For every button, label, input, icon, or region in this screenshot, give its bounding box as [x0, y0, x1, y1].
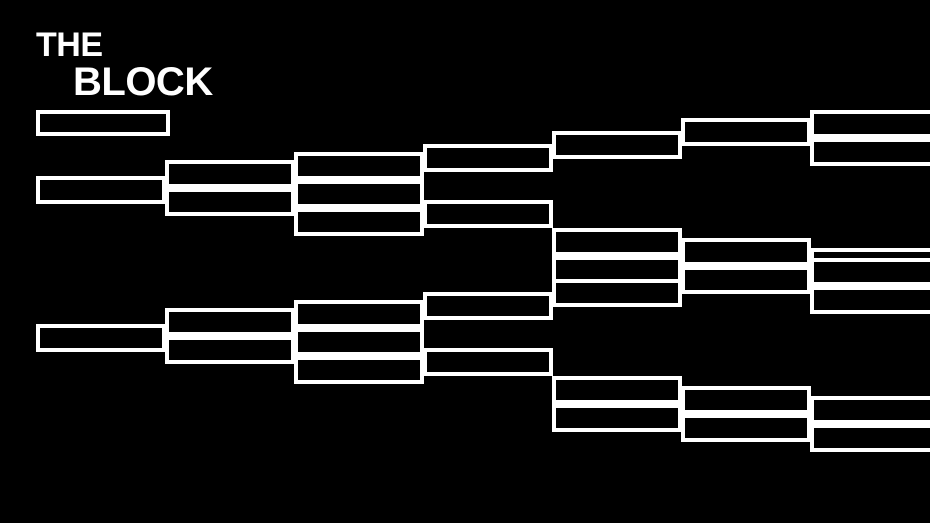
brand-logo: THE BLOCK — [36, 26, 213, 137]
block-bar — [165, 308, 295, 336]
block-bar — [810, 110, 930, 138]
block-bar — [423, 200, 553, 228]
block-bar — [552, 256, 682, 284]
block-bar — [681, 266, 811, 294]
block-bar — [423, 144, 553, 172]
block-bar — [681, 414, 811, 442]
block-bar — [294, 152, 424, 180]
block-bar — [681, 238, 811, 266]
block-bar — [294, 208, 424, 236]
brand-line-block: BLOCK — [73, 60, 213, 105]
group-lower — [36, 258, 930, 452]
brand-underline-rectangle — [36, 110, 170, 137]
block-bar — [552, 228, 682, 256]
block-bar — [810, 138, 930, 166]
block-bar — [681, 386, 811, 414]
block-bar — [681, 118, 811, 146]
brand-line-the: THE — [36, 26, 103, 64]
block-bar — [294, 328, 424, 356]
block-bar — [294, 356, 424, 384]
block-bar — [36, 176, 166, 204]
block-bar — [165, 160, 295, 188]
bars-layer — [36, 110, 930, 452]
block-bar — [810, 396, 930, 424]
block-bar — [552, 404, 682, 432]
block-bar — [552, 279, 682, 307]
block-bar — [165, 188, 295, 216]
block-bar — [552, 131, 682, 159]
block-bar — [294, 180, 424, 208]
block-bar — [810, 424, 930, 452]
block-bar — [810, 258, 930, 286]
block-bar — [810, 286, 930, 314]
block-bar — [36, 324, 166, 352]
block-bar — [552, 376, 682, 404]
block-bar — [165, 336, 295, 364]
block-bar — [423, 292, 553, 320]
block-bar — [294, 300, 424, 328]
block-bar — [423, 348, 553, 376]
